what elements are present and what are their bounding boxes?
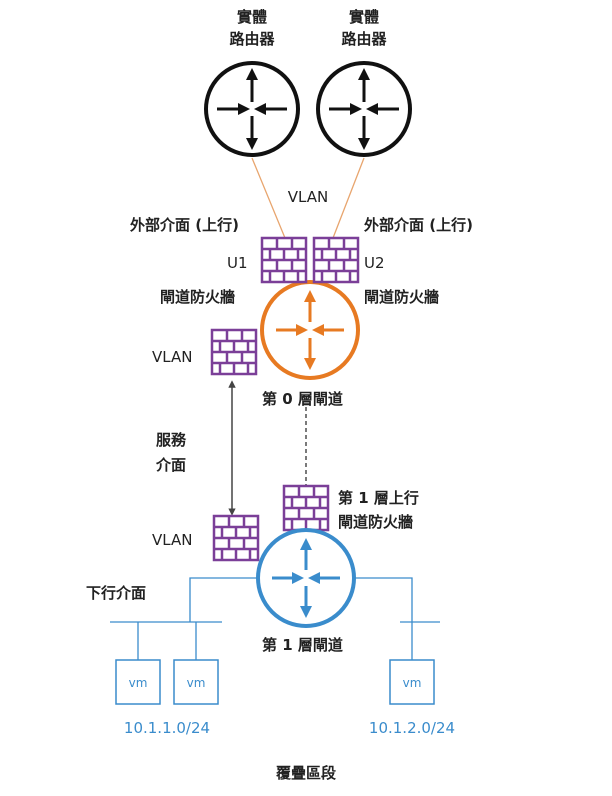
- uplink-left-name: U1: [227, 254, 248, 272]
- vm-1-label: vm: [129, 676, 148, 690]
- uplink-right-firewall-label: 閘道防火牆: [364, 288, 439, 306]
- vlan-t0-label: VLAN: [152, 348, 192, 366]
- uplink-link-right: [332, 157, 365, 239]
- downlink-network: [110, 577, 440, 660]
- router-2-label-line2: 路由器: [341, 30, 387, 48]
- service-interface-label-line1: 服務: [156, 431, 187, 449]
- physical-router-1-icon: [204, 61, 300, 157]
- tier0-gateway-label: 第 0 層閘道: [262, 390, 343, 408]
- uplink-right-label: 外部介面 (上行): [363, 216, 473, 234]
- router-1-label-line1: 實體: [237, 8, 267, 26]
- uplink-left-firewall-label: 閘道防火牆: [160, 288, 235, 306]
- uplink-right-name: U2: [364, 254, 385, 272]
- router-1-label-line2: 路由器: [229, 30, 275, 48]
- subnet-1-label: 10.1.1.0/24: [124, 719, 210, 737]
- vlan-top-label: VLAN: [288, 188, 328, 206]
- uplink-left-label: 外部介面 (上行): [129, 216, 239, 234]
- service-firewall-icon: [210, 328, 258, 376]
- vm-1-icon: vm: [115, 659, 161, 705]
- vm-2-icon: vm: [173, 659, 219, 705]
- vm-3-icon: vm: [389, 659, 435, 705]
- t1-firewall-label-line2: 閘道防火牆: [338, 513, 413, 531]
- t1-uplink-firewall-icon: [282, 484, 330, 532]
- router-2-label-line1: 實體: [349, 8, 379, 26]
- tier0-gateway-icon: [260, 280, 360, 380]
- uplink-left-firewall-icon: [260, 236, 308, 284]
- t1-vlan-firewall-icon: [212, 514, 260, 562]
- uplink-right-firewall-icon: [312, 236, 360, 284]
- subnet-2-label: 10.1.2.0/24: [369, 719, 455, 737]
- overlay-segment-label: 覆疊區段: [276, 764, 336, 782]
- tier1-gateway-icon: [256, 528, 356, 628]
- physical-router-2-icon: [316, 61, 412, 157]
- downlink-label: 下行介面: [86, 584, 146, 602]
- tier1-gateway-label: 第 1 層閘道: [262, 636, 343, 654]
- vm-3-label: vm: [403, 676, 422, 690]
- service-interface-label-line2: 介面: [155, 456, 186, 474]
- t1-firewall-label-line1: 第 1 層上行: [338, 489, 419, 507]
- vm-2-label: vm: [187, 676, 206, 690]
- vlan-t1-label: VLAN: [152, 531, 192, 549]
- uplink-link-left: [251, 157, 286, 239]
